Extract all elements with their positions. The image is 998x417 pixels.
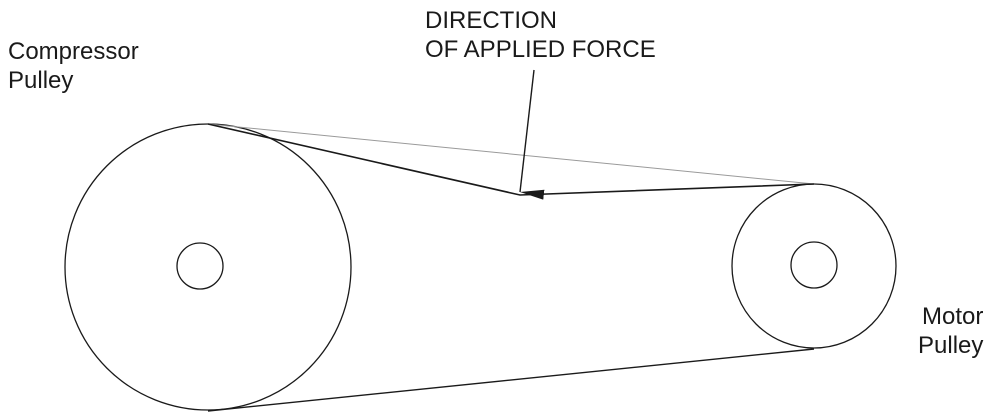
- motor-pulley-hub: [790, 241, 838, 289]
- belt-top-untensioned: [207, 123, 815, 185]
- belt-top-deflected: [207, 123, 815, 196]
- compressor-pulley: [64, 123, 352, 411]
- compressor-label-line1: Compressor: [8, 38, 139, 65]
- compressor-pulley-hub: [176, 242, 224, 290]
- direction-label-line2: OF APPLIED FORCE: [425, 36, 656, 63]
- motor-label-line2: Pulley: [918, 332, 984, 359]
- belt-bottom: [207, 348, 815, 412]
- direction-of-force-label: DIRECTION OF APPLIED FORCE: [425, 6, 656, 64]
- direction-label-line1: DIRECTION: [425, 7, 557, 34]
- motor-pulley-label: Motor Pulley: [918, 302, 983, 360]
- compressor-label-line2: Pulley: [8, 67, 74, 94]
- motor-label-line1: Motor: [922, 303, 984, 330]
- motor-pulley: [731, 183, 897, 349]
- force-arrow: [519, 69, 545, 200]
- compressor-pulley-label: Compressor Pulley: [8, 37, 139, 95]
